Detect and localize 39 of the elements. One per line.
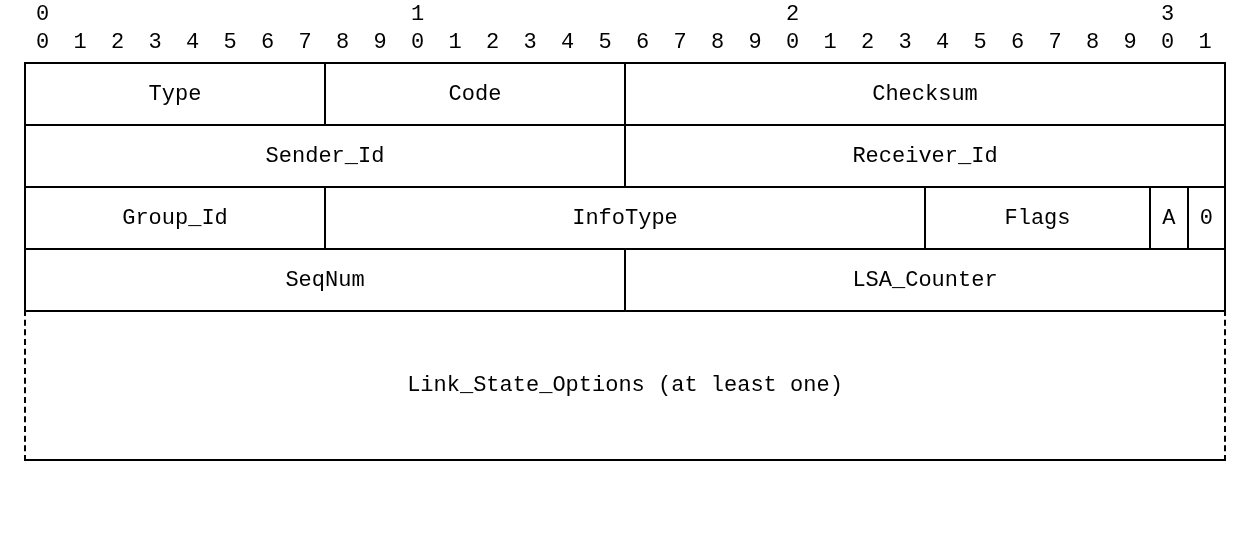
bit-number: 1: [822, 30, 838, 56]
header-field: Link_State_Options (at least one): [24, 310, 1226, 461]
bit-number: 6: [259, 30, 276, 56]
bit-number: 5: [972, 30, 988, 56]
header-field: Checksum: [624, 62, 1226, 126]
bit-number: 6: [1009, 30, 1026, 56]
bit-number: 9: [747, 30, 763, 56]
bit-number: 5: [597, 30, 613, 56]
header-field: Type: [24, 62, 326, 126]
bit-number: 4: [184, 30, 201, 56]
bit-number: 0: [34, 30, 51, 56]
bit-number: 8: [1084, 30, 1101, 56]
bit-number: 2: [859, 30, 876, 56]
bit-number: 4: [934, 30, 951, 56]
bit-number: 0: [34, 2, 51, 28]
bit-number: 7: [672, 30, 688, 56]
bit-number: 2: [784, 2, 801, 28]
bit-number: 0: [409, 30, 426, 56]
bit-number: 1: [72, 30, 88, 56]
bit-number: 3: [1159, 2, 1176, 28]
bit-number: 4: [559, 30, 576, 56]
bit-number: 8: [334, 30, 351, 56]
bit-number: 0: [1159, 30, 1176, 56]
bit-number: 5: [222, 30, 238, 56]
bit-number: 8: [709, 30, 726, 56]
bit-number: 1: [1197, 30, 1213, 56]
bit-number: 2: [109, 30, 126, 56]
bit-number: 3: [897, 30, 913, 56]
bit-number: 6: [634, 30, 651, 56]
bit-number: 7: [297, 30, 313, 56]
bit-number: 1: [409, 2, 426, 28]
bit-number: 2: [484, 30, 501, 56]
bit-number: 3: [522, 30, 538, 56]
bit-number: 3: [147, 30, 163, 56]
bit-number: 1: [447, 30, 463, 56]
bit-number: 9: [1122, 30, 1138, 56]
bit-number: 0: [784, 30, 801, 56]
bit-number: 7: [1047, 30, 1063, 56]
bit-number: 9: [372, 30, 388, 56]
